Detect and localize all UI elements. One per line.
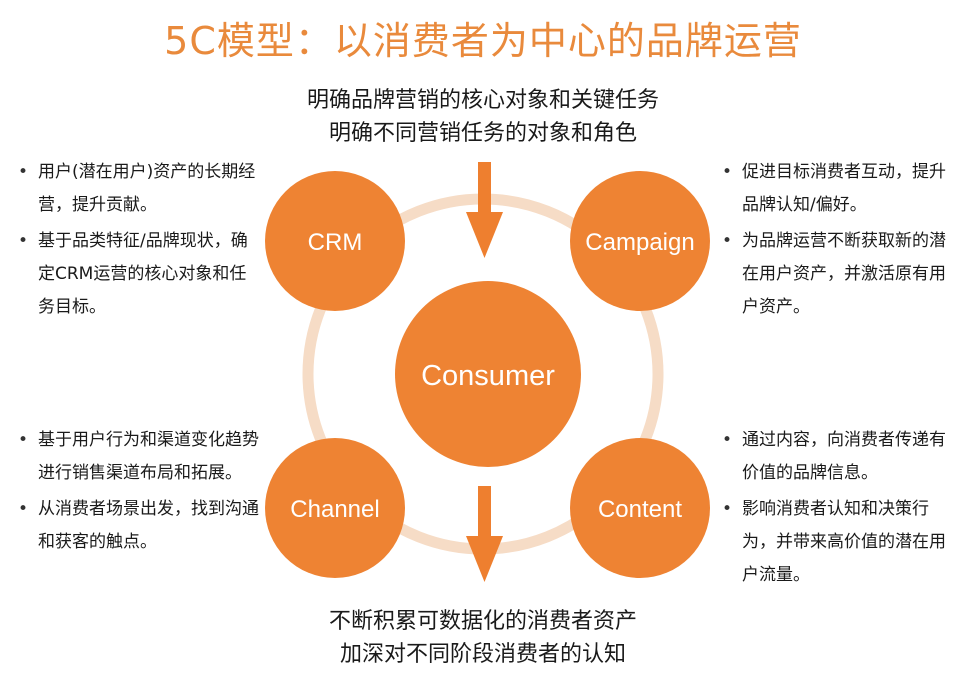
node-channel-label: Channel [290,496,379,523]
node-consumer-label: Consumer [421,360,555,392]
bottom-caption-line: 加深对不同阶段消费者的认知 [339,642,626,667]
node-campaign-label: Campaign [585,229,694,256]
crm-bullets: 用户(潜在用户)资产的长期经营，提升贡献。 基于品类特征/品牌现状，确定CRM运… [16,156,260,327]
list-item: 用户(潜在用户)资产的长期经营，提升贡献。 [16,156,260,222]
node-channel: Channel [265,438,405,578]
down-arrow-bottom [466,486,503,582]
list-item: 为品牌运营不断获取新的潜在用户资产，并激活原有用户资产。 [720,225,960,324]
down-arrow-top [466,162,503,258]
list-item: 通过内容，向消费者传递有价值的品牌信息。 [720,424,960,490]
node-campaign: Campaign [570,171,710,311]
channel-bullets: 基于用户行为和渠道变化趋势进行销售渠道布局和拓展。 从消费者场景出发，找到沟通和… [16,424,260,562]
campaign-bullets: 促进目标消费者互动，提升品牌认知/偏好。 为品牌运营不断获取新的潜在用户资产，并… [720,156,960,327]
list-item: 基于品类特征/品牌现状，确定CRM运营的核心对象和任务目标。 [16,225,260,324]
node-consumer: Consumer [395,281,581,467]
page-title: 5C模型：以消费者为中心的品牌运营 [164,19,802,63]
list-item: 基于用户行为和渠道变化趋势进行销售渠道布局和拓展。 [16,424,260,490]
top-caption: 明确品牌营销的核心对象和关键任务 明确不同营销任务的对象和角色 [0,84,966,150]
node-crm: CRM [265,171,405,311]
list-item: 影响消费者认知和决策行为，并带来高价值的潜在用户流量。 [720,493,960,592]
content-bullets: 通过内容，向消费者传递有价值的品牌信息。 影响消费者认知和决策行为，并带来高价值… [720,424,960,595]
list-item: 促进目标消费者互动，提升品牌认知/偏好。 [720,156,960,222]
top-caption-line: 明确不同营销任务的对象和角色 [328,121,637,146]
node-content: Content [570,438,710,578]
top-caption-line: 明确品牌营销的核心对象和关键任务 [306,88,659,113]
node-crm-label: CRM [308,229,363,256]
node-content-label: Content [598,496,682,523]
list-item: 从消费者场景出发，找到沟通和获客的触点。 [16,493,260,559]
bottom-caption: 不断积累可数据化的消费者资产 加深对不同阶段消费者的认知 [0,605,966,671]
bottom-caption-line: 不断积累可数据化的消费者资产 [328,609,637,634]
